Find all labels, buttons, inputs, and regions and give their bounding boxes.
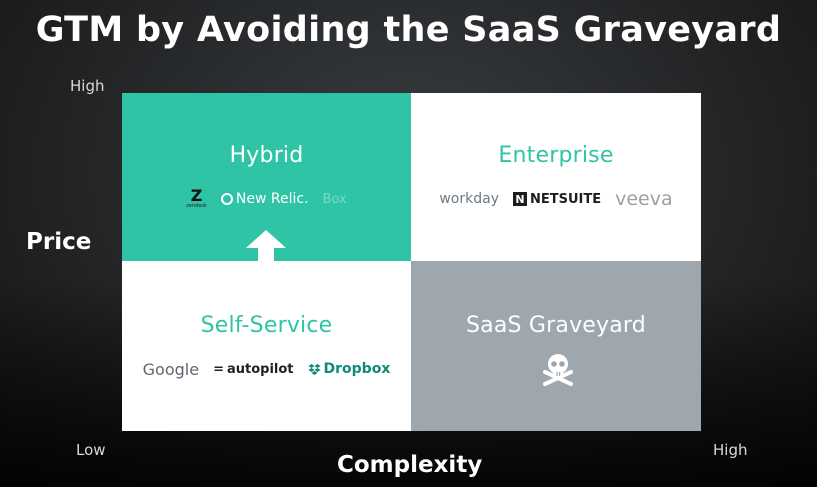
dropbox-logo: Dropbox — [308, 361, 391, 377]
quadrant-self-service: Self-Service Google = autopilot Dropbox — [122, 261, 411, 431]
logo-row: Google = autopilot Dropbox — [143, 358, 391, 380]
dropbox-wordmark: Dropbox — [323, 361, 391, 377]
quadrant-label: Enterprise — [498, 143, 614, 168]
quadrant-label: Hybrid — [229, 143, 304, 168]
x-axis-high-label: High — [713, 441, 748, 459]
quadrant-enterprise: Enterprise workday N NETSUITE veeva — [411, 93, 701, 261]
autopilot-mark-icon: = — [213, 361, 224, 377]
zendesk-mark-icon: Z — [190, 186, 203, 205]
new-relic-wordmark: New Relic. — [235, 191, 309, 207]
workday-wordmark: workday — [439, 191, 499, 207]
slide-title: GTM by Avoiding the SaaS Graveyard — [35, 10, 782, 50]
y-axis-high-label: High — [70, 77, 105, 95]
quadrant-label: SaaS Graveyard — [466, 313, 646, 338]
zendesk-wordmark: zendesk — [186, 203, 207, 209]
netsuite-wordmark: NETSUITE — [529, 191, 602, 207]
new-relic-logo: New Relic. — [220, 191, 309, 207]
veeva-wordmark: veeva — [615, 188, 673, 210]
box-wordmark: Box — [322, 191, 347, 207]
x-axis-label: Complexity — [337, 452, 483, 478]
autopilot-logo: = autopilot — [213, 362, 293, 377]
netsuite-mark-icon: N — [512, 192, 527, 206]
autopilot-wordmark: autopilot — [226, 361, 294, 377]
quadrant-label: Self-Service — [200, 313, 333, 338]
workday-logo: workday — [439, 191, 499, 207]
logo-row: Z zendesk New Relic. Box — [186, 188, 346, 210]
skull-crossbones-icon — [543, 354, 573, 386]
new-relic-mark-icon — [220, 193, 233, 205]
veeva-logo: veeva — [615, 188, 673, 210]
dropbox-mark-icon — [308, 363, 321, 375]
quadrant-saas-graveyard: SaaS Graveyard — [411, 261, 701, 431]
google-wordmark: Google — [142, 359, 200, 379]
x-axis-low-label: Low — [76, 441, 106, 459]
zendesk-logo: Z zendesk — [186, 186, 207, 210]
quadrant-hybrid: Hybrid Z zendesk New Relic. Box — [122, 93, 411, 261]
logo-row: workday N NETSUITE veeva — [439, 188, 672, 210]
y-axis-label: Price — [26, 229, 92, 255]
box-logo: Box — [323, 192, 347, 207]
netsuite-logo: N NETSUITE — [512, 191, 602, 207]
up-arrow-icon — [246, 230, 286, 262]
google-logo: Google — [143, 360, 199, 379]
